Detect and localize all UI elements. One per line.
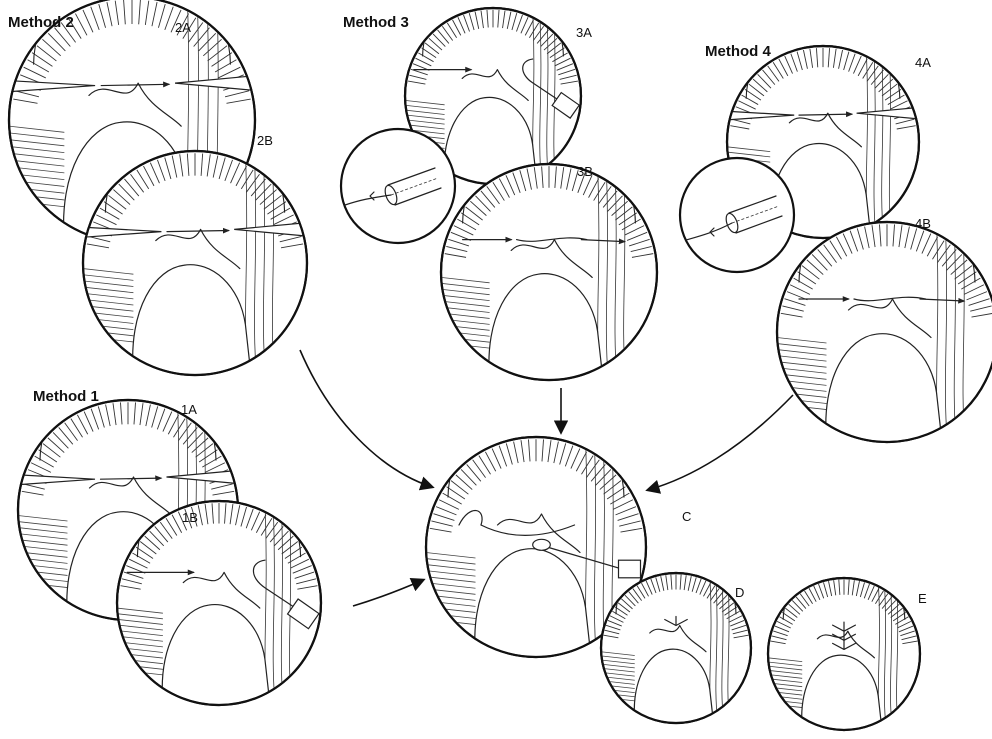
panel-label-3b: 3B bbox=[577, 164, 593, 179]
panel-label-4a: 4A bbox=[915, 55, 931, 70]
panel-label-1b: 1B bbox=[182, 510, 198, 525]
inset-method-4 bbox=[680, 158, 794, 272]
panel-label-4b: 4B bbox=[915, 216, 931, 231]
panel-label-1a: 1A bbox=[181, 402, 197, 417]
panels bbox=[9, 0, 992, 730]
panel-label-2b: 2B bbox=[257, 133, 273, 148]
inset-method-3 bbox=[341, 129, 455, 243]
arrow-1b-to-c bbox=[353, 580, 423, 606]
panel-label-2a: 2A bbox=[175, 20, 191, 35]
method-1-label: Method 1 bbox=[33, 388, 99, 405]
panel-e bbox=[768, 559, 920, 730]
method-4-label: Method 4 bbox=[705, 43, 771, 60]
panel-label-c: C bbox=[682, 509, 691, 524]
panel-label-e: E bbox=[918, 591, 927, 606]
arrow-4b-to-c bbox=[648, 395, 793, 490]
method-2-label: Method 2 bbox=[8, 14, 74, 31]
panel-label-3a: 3A bbox=[576, 25, 592, 40]
arrow-2b-to-c bbox=[300, 350, 432, 487]
panel-label-d: D bbox=[735, 585, 744, 600]
method-3-label: Method 3 bbox=[343, 14, 409, 31]
